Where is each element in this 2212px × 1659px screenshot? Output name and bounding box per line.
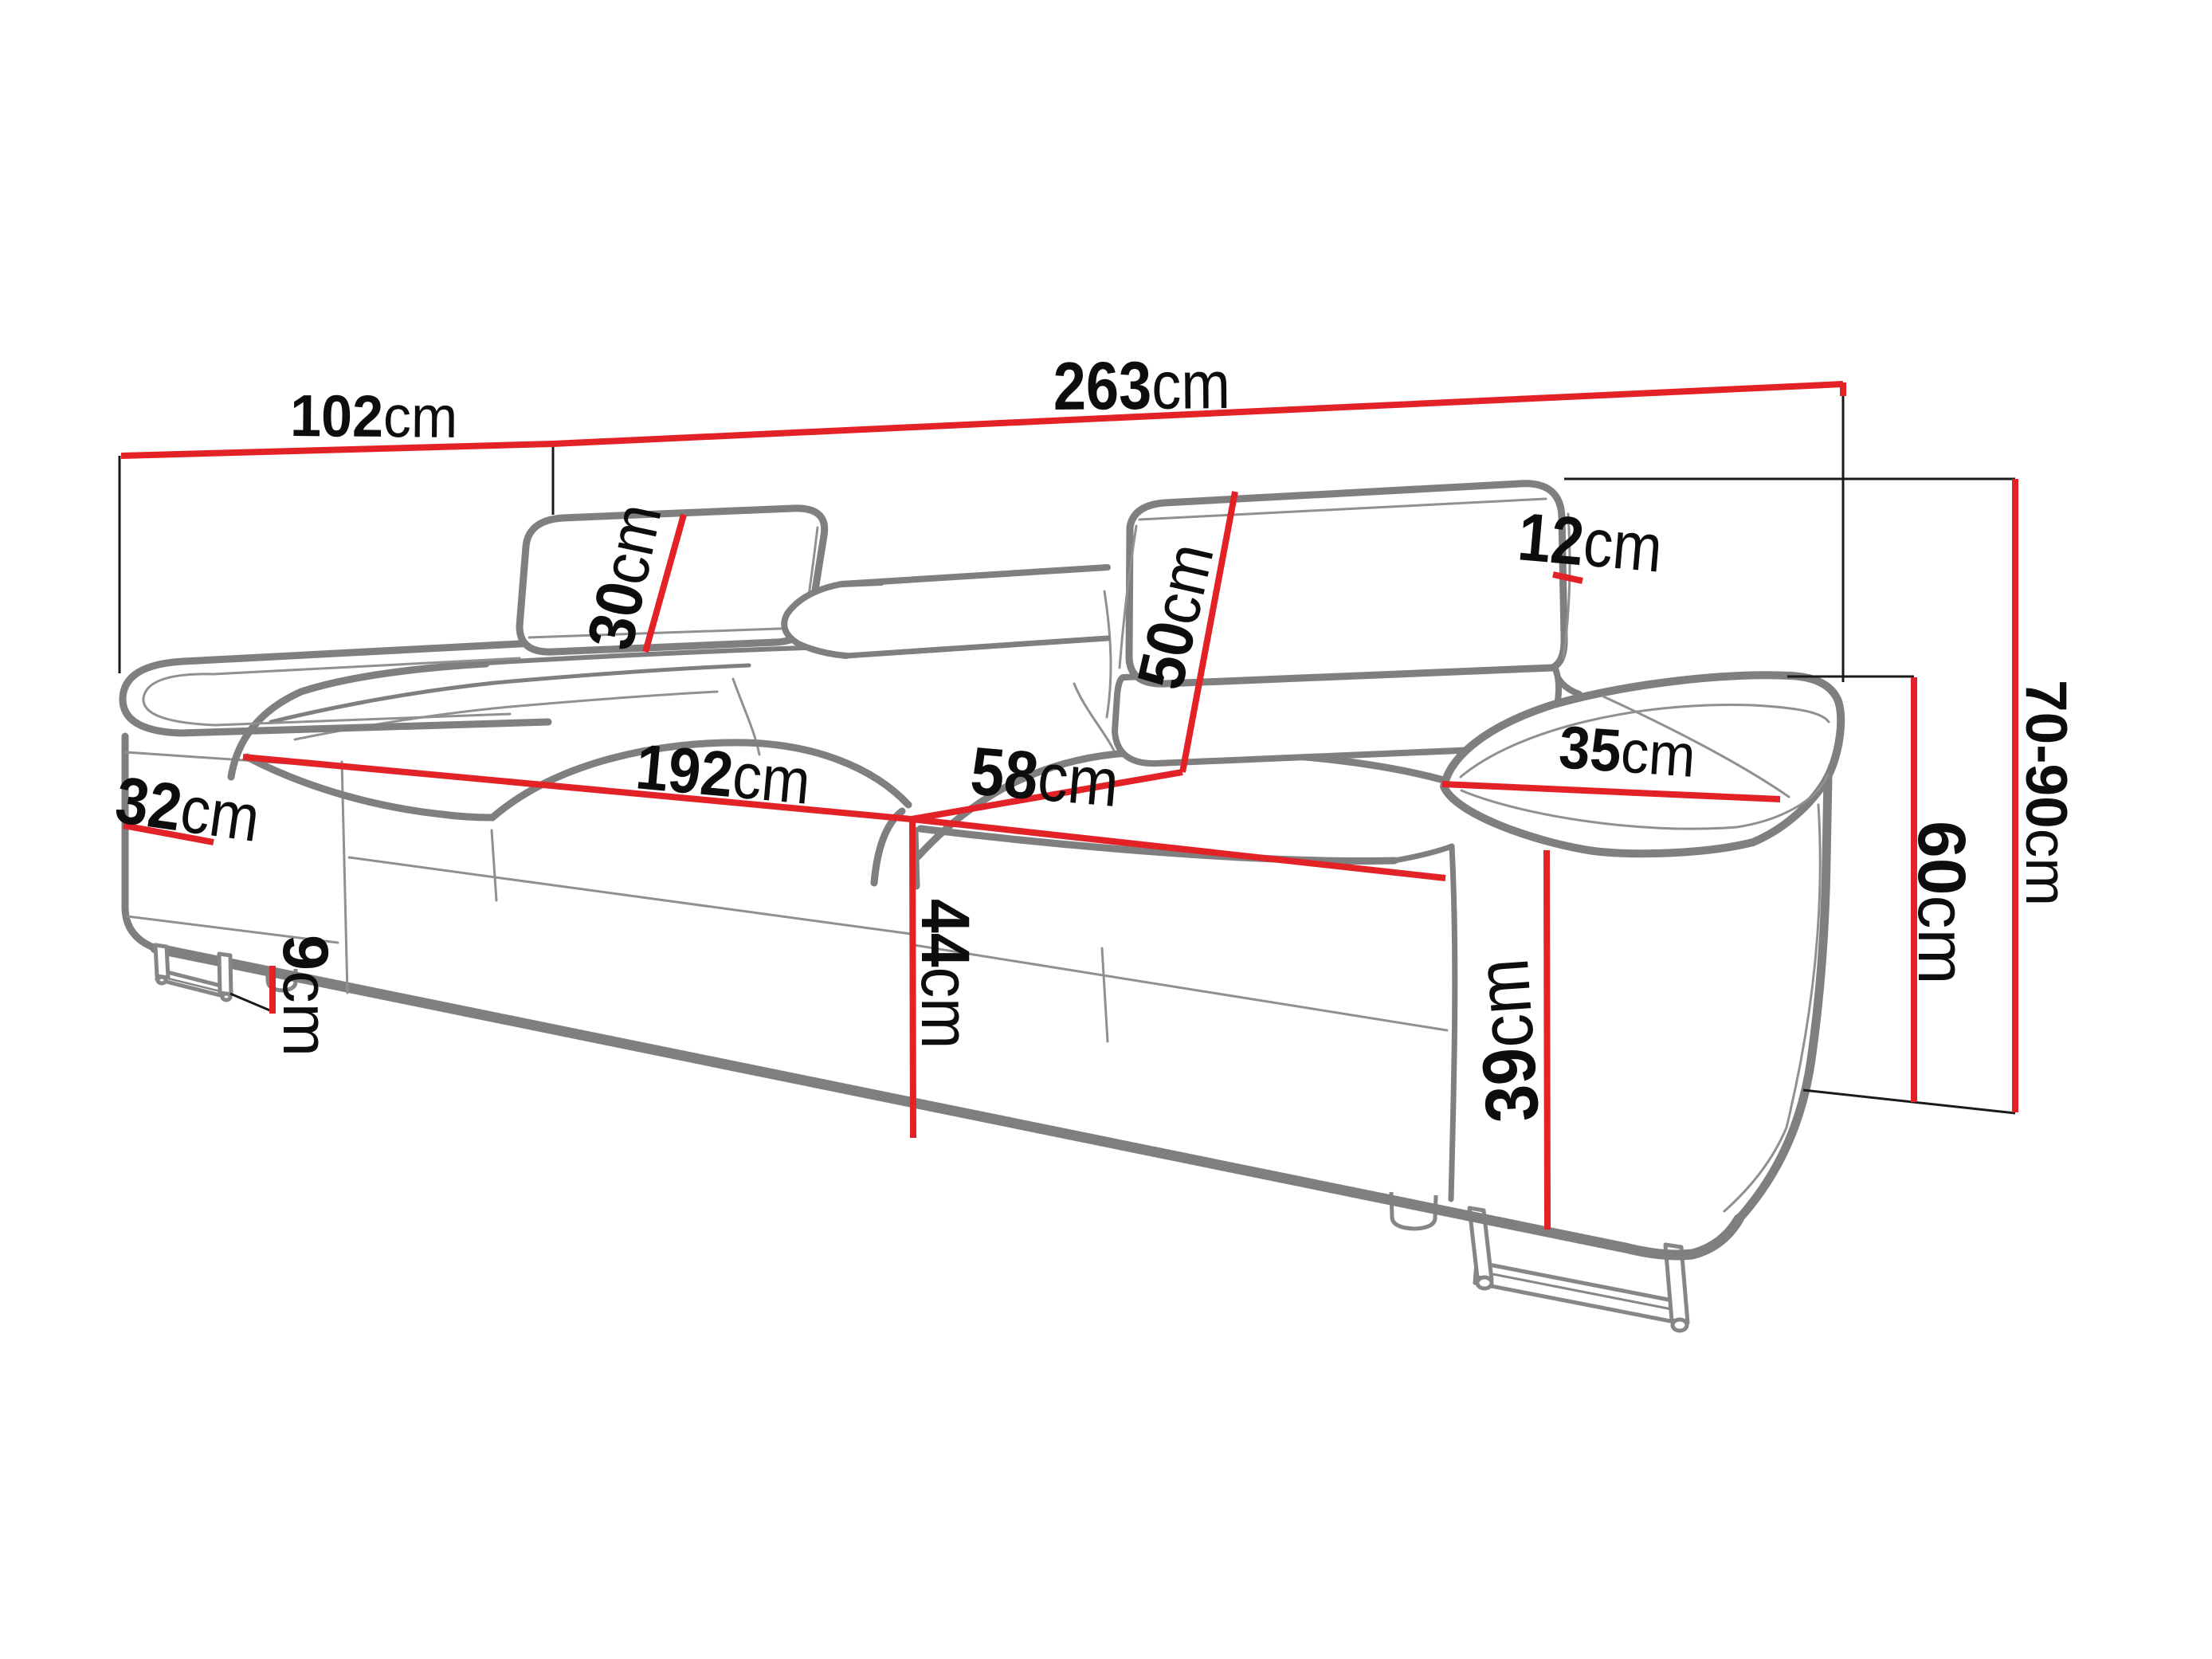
svg-text:263cm: 263cm [1053, 347, 1230, 424]
svg-text:32cm: 32cm [112, 763, 265, 856]
svg-text:192cm: 192cm [633, 731, 813, 818]
svg-text:50cm: 50cm [1124, 537, 1228, 696]
svg-text:39cm: 39cm [1459, 956, 1555, 1125]
svg-text:60cm: 60cm [1904, 821, 1979, 984]
svg-text:70-90cm: 70-90cm [2014, 680, 2078, 906]
svg-text:35cm: 35cm [1557, 714, 1698, 790]
svg-text:12cm: 12cm [1515, 498, 1665, 586]
svg-text:102cm: 102cm [290, 383, 458, 450]
svg-text:30cm: 30cm [573, 497, 675, 656]
svg-text:44cm: 44cm [907, 899, 983, 1049]
svg-text:9cm: 9cm [269, 935, 341, 1057]
svg-text:58cm: 58cm [967, 733, 1121, 822]
